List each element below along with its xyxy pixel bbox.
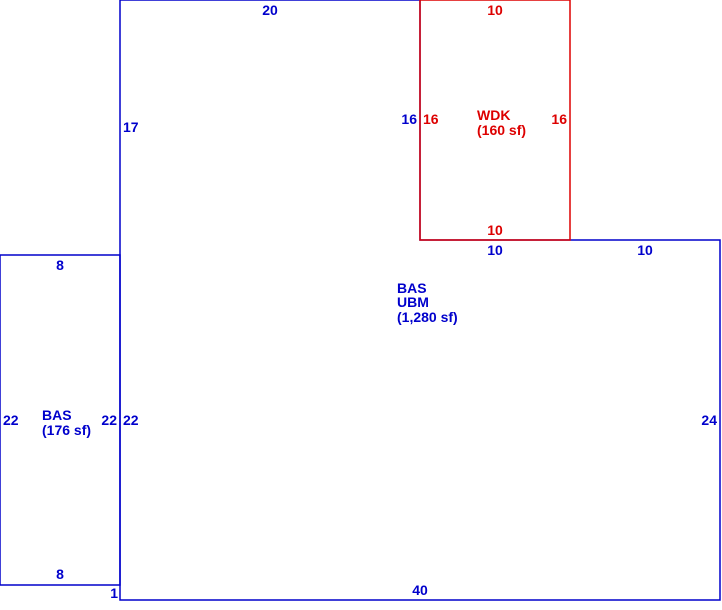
left-top-dimension: 8: [56, 257, 64, 273]
main-offset-dimension: 1: [110, 585, 118, 601]
left-bottom-dimension: 8: [56, 566, 64, 582]
main-notch-right-dimension: 10: [637, 242, 653, 258]
main-left-upper-dimension: 17: [123, 119, 139, 135]
deck-outline: [419, 0, 571, 241]
deck-left-dimension: 16: [423, 111, 439, 127]
main-area-label-line2: UBM: [397, 294, 429, 310]
main-left-lower-dimension: 22: [123, 412, 139, 428]
main-building-outline: [119, 0, 721, 601]
main-area-label-line1: BAS: [397, 280, 427, 296]
main-notch-left-dimension: 10: [487, 242, 503, 258]
deck-area-label-line1: WDK: [477, 107, 510, 123]
main-right-dimension: 24: [701, 412, 717, 428]
left-right-dimension: 22: [101, 412, 117, 428]
deck-right-dimension: 16: [551, 111, 567, 127]
deck-top-dimension: 10: [487, 2, 503, 18]
left-left-dimension: 22: [3, 412, 19, 428]
deck-area-label-line2: (160 sf): [477, 122, 526, 138]
left-area-label-line1: BAS: [42, 407, 72, 423]
main-area-label-line3: (1,280 sf): [397, 309, 458, 325]
main-top-dimension: 20: [262, 2, 278, 18]
deck-bottom-dimension: 10: [487, 222, 503, 238]
left-addition-outline: [0, 254, 121, 586]
main-bottom-dimension: 40: [412, 582, 428, 598]
main-inner-vertical-dimension: 16: [401, 111, 417, 127]
left-area-label-line2: (176 sf): [42, 422, 91, 438]
